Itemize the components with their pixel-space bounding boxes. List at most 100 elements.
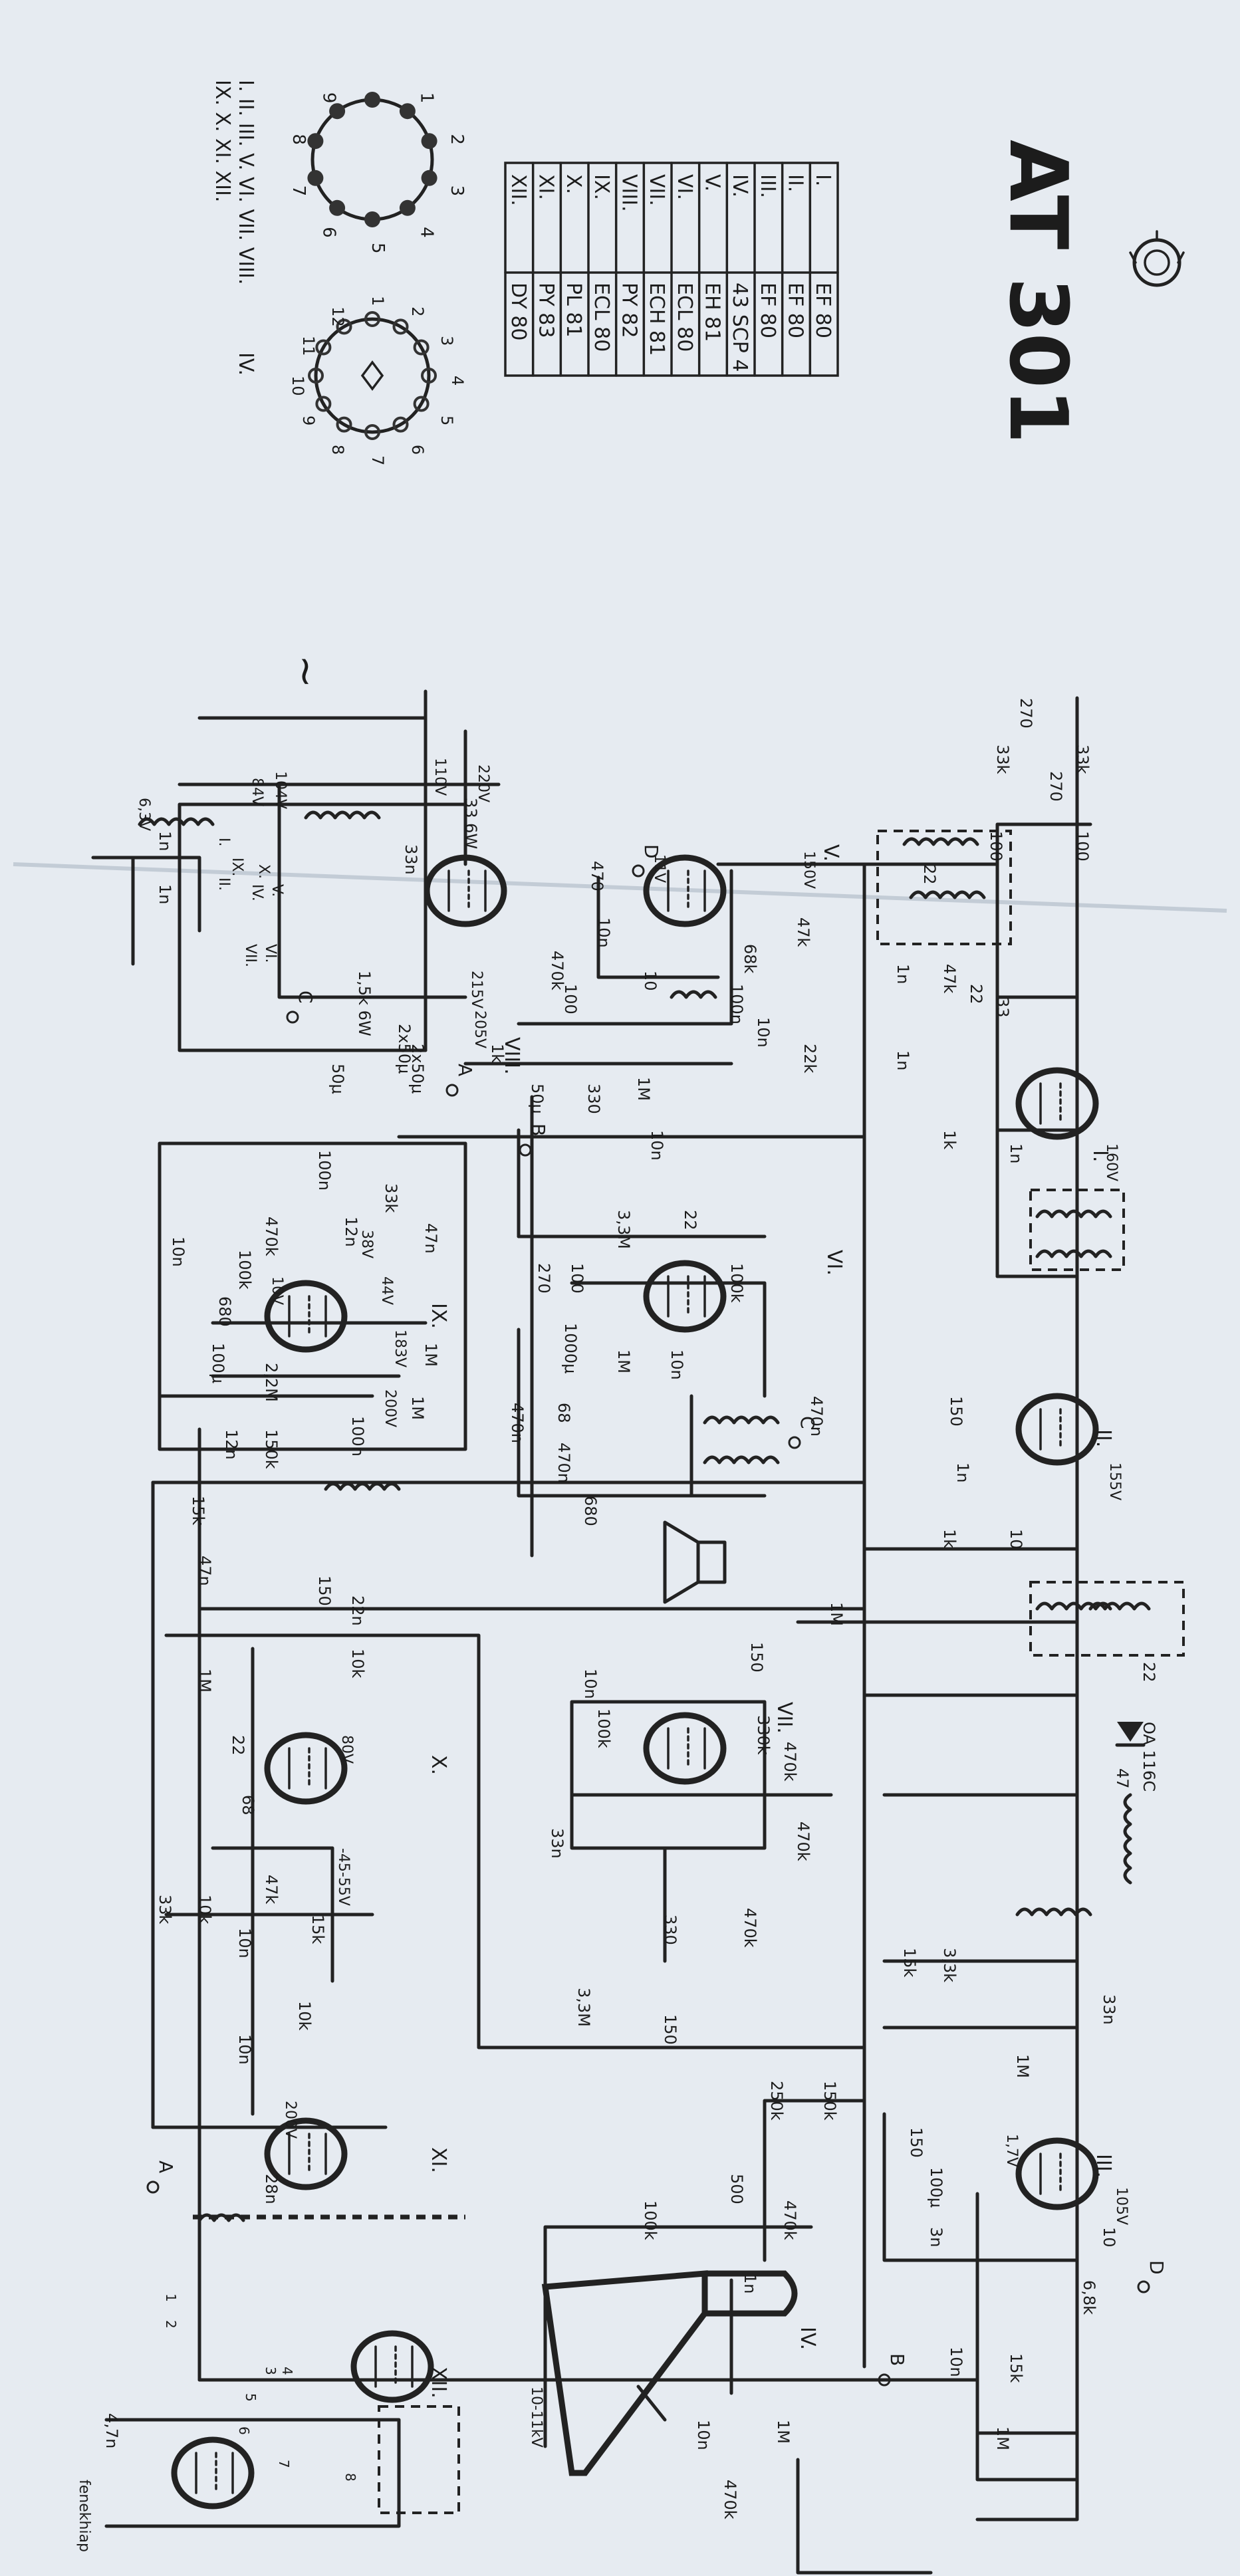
label-c100uf: 100μ <box>209 1343 227 1383</box>
label-r33kb: 33k <box>1073 745 1092 774</box>
voltage-v220: 220V <box>475 764 491 802</box>
label-c10nj: 10n <box>235 2034 254 2065</box>
crt-caption: IV. <box>234 352 257 376</box>
label-c250a: 2x50μ <box>395 1024 414 1074</box>
tube-table-number: I. <box>811 174 834 186</box>
label-r680a: 680 <box>581 1496 600 1526</box>
label-r33ke: 33k <box>156 1895 174 1925</box>
voltage-v105: 105V <box>1113 2187 1130 2225</box>
pin-number-label: 3 <box>263 2367 279 2375</box>
tube-VIII <box>424 854 507 927</box>
label-r1mf: 1M <box>774 2420 793 2444</box>
node-A: A <box>454 1064 476 1076</box>
tube-XI <box>264 2117 348 2190</box>
noval-pin-label: 9 <box>319 92 339 104</box>
tube-table-type: 43 SCP 4 <box>728 283 751 372</box>
tube-table-type: EF 80 <box>811 283 834 338</box>
label-c3n: 3n <box>927 2227 945 2247</box>
voltage-v10: 10V <box>269 1276 285 1305</box>
tube-table-number: V. <box>701 174 724 191</box>
label-r470kg: 470k <box>721 2480 739 2519</box>
pin-number-label: 6 <box>236 2426 252 2435</box>
trafo-tap-label: IV. <box>249 884 265 901</box>
trafo-tap-label: II. <box>215 878 232 891</box>
label-r68ka: 68k <box>741 944 759 974</box>
label-c47nb: 47n <box>195 1556 214 1586</box>
voltage-v200b: 200V <box>382 1389 398 1427</box>
label-r68k: 6,8k <box>1080 2280 1098 2315</box>
label-c10nc: 10n <box>754 1017 773 1048</box>
label-r150kd: 150k <box>820 2081 839 2121</box>
voltage-v200: 200V <box>282 2101 299 2139</box>
pin-number-label: 2 <box>163 2320 179 2329</box>
tube-table-type: PY 83 <box>535 283 558 338</box>
label-r33mb: 3,3M <box>574 1988 593 2027</box>
node-D: D <box>640 844 662 859</box>
noval-pin-label: 5 <box>368 243 388 254</box>
tube-table-type: PY 82 <box>618 283 641 338</box>
label-r100kb: 100k <box>727 1263 746 1303</box>
label-c22c: 22 <box>1140 1662 1158 1683</box>
label-c10nf: 10n <box>581 1669 600 1699</box>
tube-label-12: XII. <box>427 2367 450 2399</box>
voltage-v63: 6,3V <box>136 798 152 831</box>
label-r100a: 100 <box>568 1263 586 1294</box>
label-c1nd: 1n <box>953 1463 972 1482</box>
voltage-v155: 155V <box>1106 1463 1123 1500</box>
crt-pin-label: 8 <box>328 445 347 455</box>
node-Ab: A <box>155 2161 177 2173</box>
label-r100kc: 100k <box>594 1708 613 1748</box>
label-r150c: 150 <box>315 1576 334 1606</box>
crt-pin-label: 9 <box>299 415 318 425</box>
label-diode: OA 116C <box>1140 1722 1158 1792</box>
tube-table-number: IV. <box>728 174 751 197</box>
label-c47nc: 4,7n <box>102 2413 121 2448</box>
label-c28n: 28n <box>262 2174 281 2204</box>
voltage-v17: 1,7V <box>1003 2134 1020 2167</box>
label-p15k: 15k <box>309 1915 327 1944</box>
label-r1ki: 1k <box>488 1044 507 1063</box>
label-c500: 500 <box>727 2174 746 2204</box>
label-c100nf: 100n <box>348 1416 367 1457</box>
tube-table-number: IX. <box>590 174 613 200</box>
label-r33w: 33 6W <box>461 798 480 849</box>
voltage-v38: 38V <box>358 1230 375 1258</box>
label-r1mc: 1M <box>614 1349 633 1373</box>
crt-pin-label: 2 <box>408 306 427 316</box>
label-r150b: 150 <box>907 2127 926 2158</box>
logo-icon <box>1129 230 1185 287</box>
label-c22n: 22n <box>348 1595 367 1626</box>
crt-pin-label: 10 <box>289 376 307 396</box>
label-c250b: 2x50μ <box>408 1044 427 1094</box>
label-c10b: 10 <box>1100 2227 1118 2248</box>
noval-caption-1: I. II. III. V. VI. VII. VIII. <box>234 80 257 285</box>
label-c1nf: 1n <box>156 831 174 851</box>
tube-III <box>1015 2137 1099 2210</box>
label-r470kh: 470k <box>262 1217 281 1256</box>
label-c10ng: 10n <box>694 2420 713 2450</box>
trafo-tap-label: I. <box>215 838 232 846</box>
label-r150a: 150 <box>947 1396 965 1427</box>
label-r100kd: 100k <box>641 2200 660 2240</box>
label-r1ma: 1M <box>1013 2054 1032 2078</box>
label-r47kc: 47k <box>262 1875 281 1905</box>
tube-IX <box>264 1280 348 1353</box>
diagram-title: AT 301 <box>991 140 1084 444</box>
tube-label-10: X. <box>427 1755 450 1775</box>
label-r1mb: 1M <box>993 2426 1012 2450</box>
mains-symbol: ~ <box>283 655 329 688</box>
tube-table-type: DY 80 <box>507 283 530 341</box>
label-r33kc: 3,3k <box>940 1948 959 1982</box>
label-r1ka: 1k <box>940 1130 959 1149</box>
label-c470nb: 470n <box>555 1443 573 1483</box>
label-r15kc: 15k <box>189 1496 207 1526</box>
tube-label-7: VII. <box>773 1702 796 1734</box>
label-r1mi: 1M <box>195 1669 214 1693</box>
label-c47n: 47n <box>422 1223 440 1254</box>
label-r270c: 270 <box>535 1263 553 1294</box>
crt-pin-label: 3 <box>437 336 456 346</box>
crt-tube <box>541 2270 798 2476</box>
